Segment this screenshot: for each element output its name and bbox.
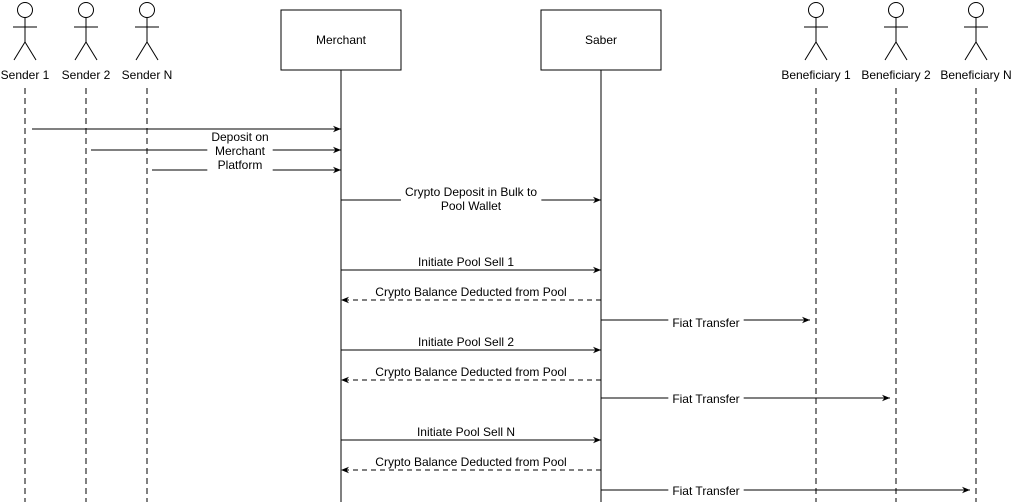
stick-figure-icon: [135, 2, 159, 61]
actor-saber: Saber: [540, 9, 662, 71]
message-label-line: Fiat Transfer: [672, 484, 739, 498]
message-label-line: Initiate Pool Sell 1: [418, 255, 514, 269]
stick-figure-icon: [884, 2, 908, 61]
message-label-line: Fiat Transfer: [672, 392, 739, 406]
stick-figure-icon: [74, 2, 98, 61]
message-label: Initiate Pool Sell N: [412, 425, 520, 439]
message-label: Crypto Balance Deducted from Pool: [371, 455, 571, 469]
message-label: Fiat Transfer: [668, 484, 744, 498]
actor-sender-2: Sender 2: [62, 2, 111, 82]
message-label-line: Pool Wallet: [441, 199, 502, 213]
message-label-line: Crypto Balance Deducted from Pool: [375, 365, 566, 379]
message-label-line: Initiate Pool Sell N: [417, 425, 515, 439]
message-label: Initiate Pool Sell 2: [413, 335, 519, 349]
actor-label: Sender 2: [62, 68, 111, 82]
actor-beneficiary-n: Beneficiary N: [940, 2, 1012, 82]
actor-label: Beneficiary 2: [861, 68, 931, 82]
message-label-line: Platform: [218, 158, 263, 172]
actor-sender-n: Sender N: [122, 2, 173, 82]
actor-label: Beneficiary 1: [781, 68, 851, 82]
message-label: Fiat Transfer: [668, 392, 744, 406]
actor-label: Sender N: [122, 68, 173, 82]
participant-label: Saber: [585, 33, 617, 47]
message-label-line: Fiat Transfer: [672, 316, 739, 330]
message-label-line: Crypto Deposit in Bulk to: [405, 185, 537, 199]
participant-box: [280, 9, 402, 71]
message-label-line: Crypto Balance Deducted from Pool: [375, 285, 566, 299]
stick-figure-icon: [964, 2, 988, 61]
message-label-line: Initiate Pool Sell 2: [418, 335, 514, 349]
message-label: Crypto Balance Deducted from Pool: [371, 365, 571, 379]
message-label-line: Deposit on: [211, 130, 268, 144]
participant-box: [540, 9, 662, 71]
stick-figure-icon: [804, 2, 828, 61]
message-label-line: Crypto Balance Deducted from Pool: [375, 455, 566, 469]
actor-merchant: Merchant: [280, 9, 402, 71]
actor-beneficiary-1: Beneficiary 1: [781, 2, 851, 82]
actor-sender-1: Sender 1: [1, 2, 50, 82]
participant-label: Merchant: [316, 33, 367, 47]
message-label: Crypto Balance Deducted from Pool: [371, 285, 571, 299]
message-label: Fiat Transfer: [668, 316, 744, 330]
actor-label: Beneficiary N: [940, 68, 1011, 82]
message-label-line: Merchant: [215, 144, 266, 158]
message-label: Initiate Pool Sell 1: [413, 255, 519, 269]
actor-beneficiary-2: Beneficiary 2: [861, 2, 931, 82]
stick-figure-icon: [13, 2, 37, 61]
actor-label: Sender 1: [1, 68, 50, 82]
